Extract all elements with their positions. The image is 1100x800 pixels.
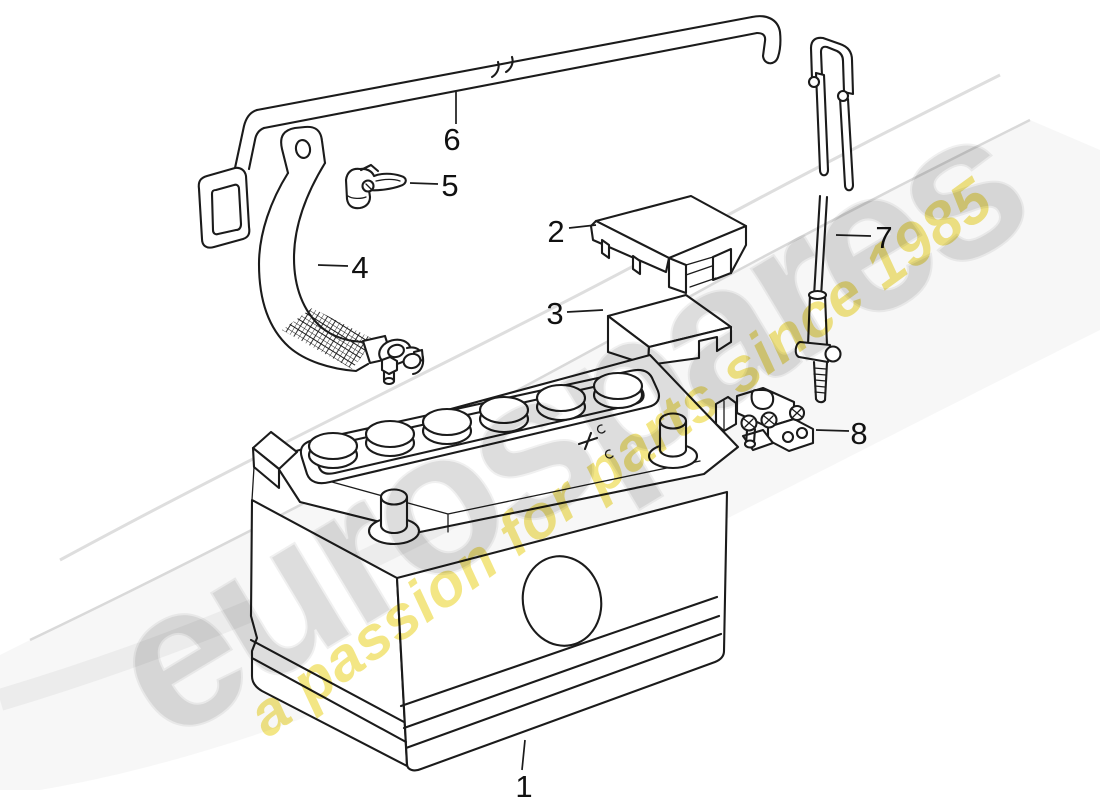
callout-leader-4 [317, 264, 349, 267]
callout-number-7[interactable]: 7 [875, 220, 892, 255]
battery-terminal-posts [367, 412, 699, 546]
terminal-cover-large [589, 194, 748, 295]
callout-leader-7 [835, 234, 872, 237]
callout-number-8[interactable]: 8 [850, 416, 867, 451]
terminal-clamp [714, 386, 815, 453]
callout-leader-2 [568, 224, 597, 229]
callout-number-1[interactable]: 1 [515, 769, 532, 800]
callout-number-5[interactable]: 5 [441, 168, 458, 203]
hold-down-rod [794, 36, 855, 404]
callout-leader-1 [521, 739, 526, 771]
battery-cell-caps [307, 371, 644, 470]
wing-nut [344, 163, 407, 210]
callout-number-2[interactable]: 2 [547, 214, 564, 249]
positive-terminal-mark [577, 424, 614, 459]
battery [249, 353, 740, 772]
callout-leader-3 [566, 309, 604, 313]
battery-frame-strap [197, 15, 782, 249]
terminal-cover-small [606, 293, 733, 367]
callout-layer: 1 2 3 4 5 6 7 8 [317, 92, 893, 800]
callout-number-3[interactable]: 3 [546, 296, 563, 331]
ground-strap [257, 125, 425, 386]
callout-number-4[interactable]: 4 [351, 250, 368, 285]
callout-leader-5 [409, 182, 439, 185]
callout-leader-8 [815, 429, 850, 432]
callout-number-6[interactable]: 6 [443, 122, 460, 157]
